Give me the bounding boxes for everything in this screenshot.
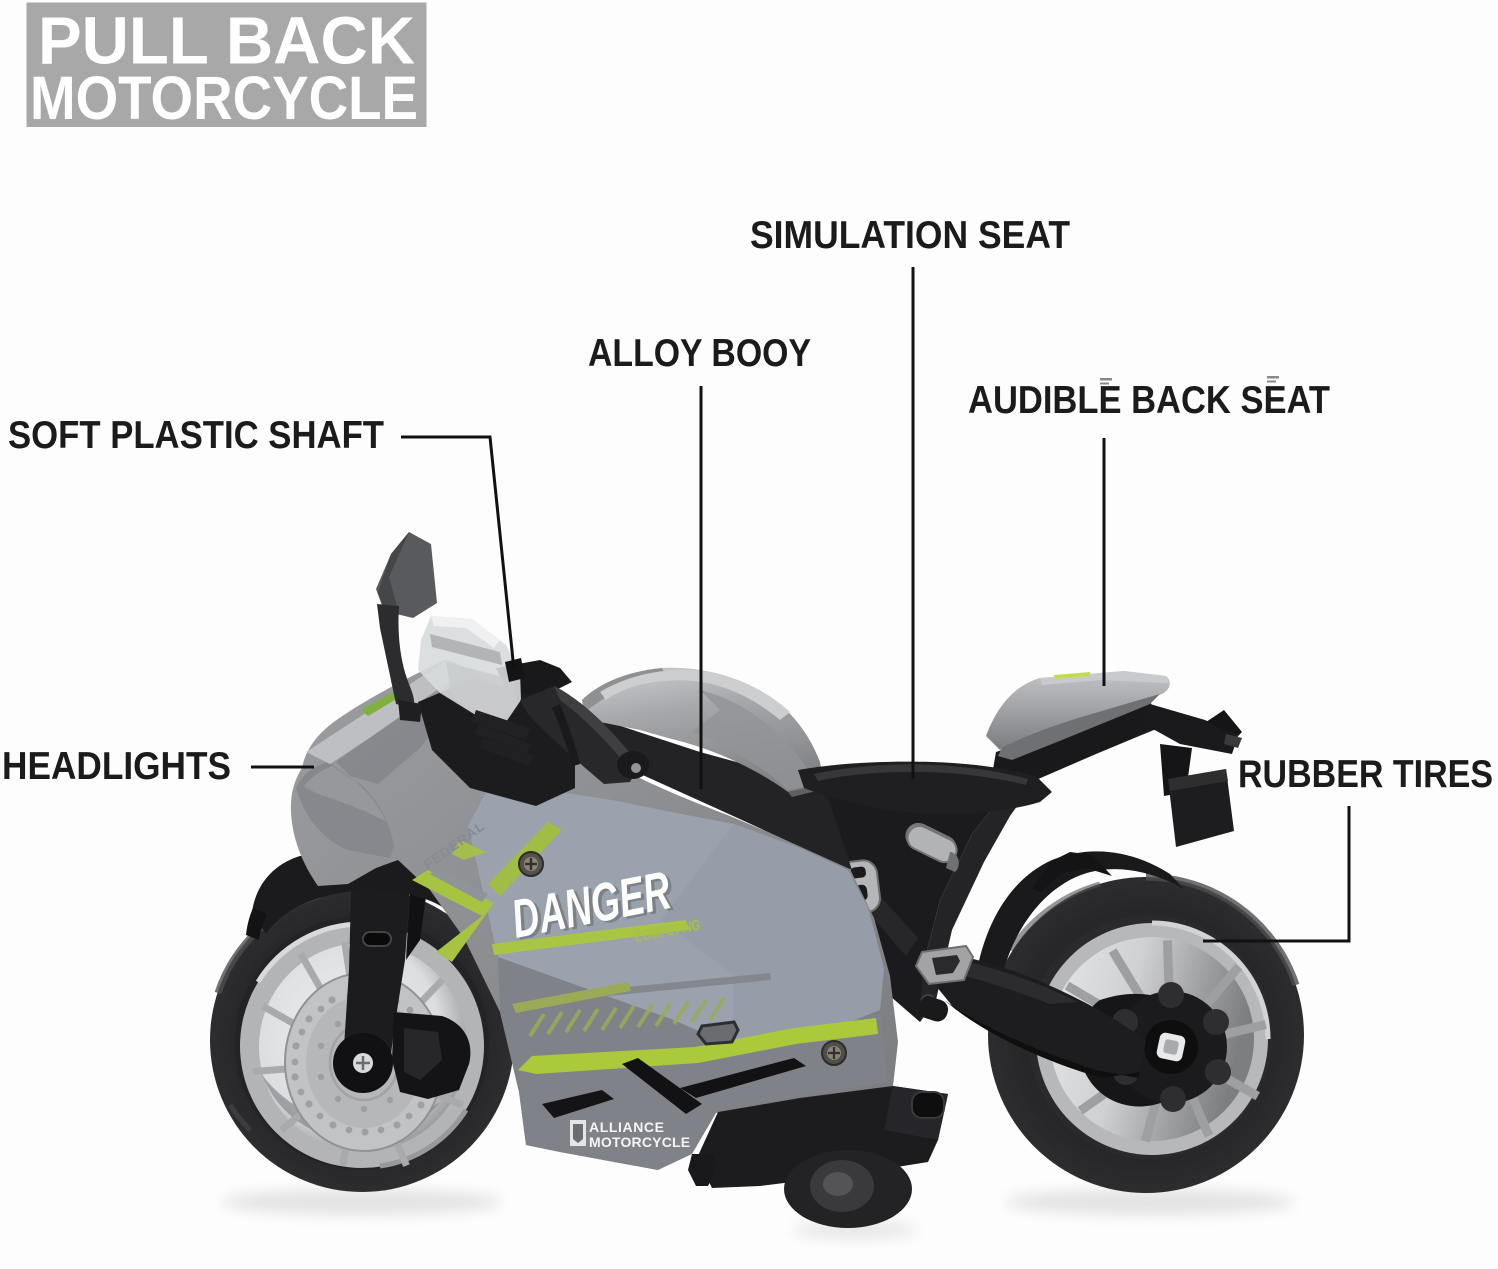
svg-text:AUDIBLE BACK SEAT: AUDIBLE BACK SEAT [968,379,1330,422]
svg-text:ALLIANCE: ALLIANCE [589,1119,665,1135]
svg-text:HEADLIGHTS: HEADLIGHTS [2,745,231,788]
svg-text:MOTORCYCLE: MOTORCYCLE [30,64,418,132]
svg-text:MOTORCYCLE: MOTORCYCLE [589,1134,690,1150]
svg-text:SOFT PLASTIC SHAFT: SOFT PLASTIC SHAFT [8,414,384,457]
svg-text:SIMULATION SEAT: SIMULATION SEAT [750,214,1070,257]
svg-text:RUBBER TIRES: RUBBER TIRES [1238,753,1493,796]
svg-text:PULL BACK: PULL BACK [38,4,415,79]
svg-text:ALLOY BOOY: ALLOY BOOY [588,332,811,375]
